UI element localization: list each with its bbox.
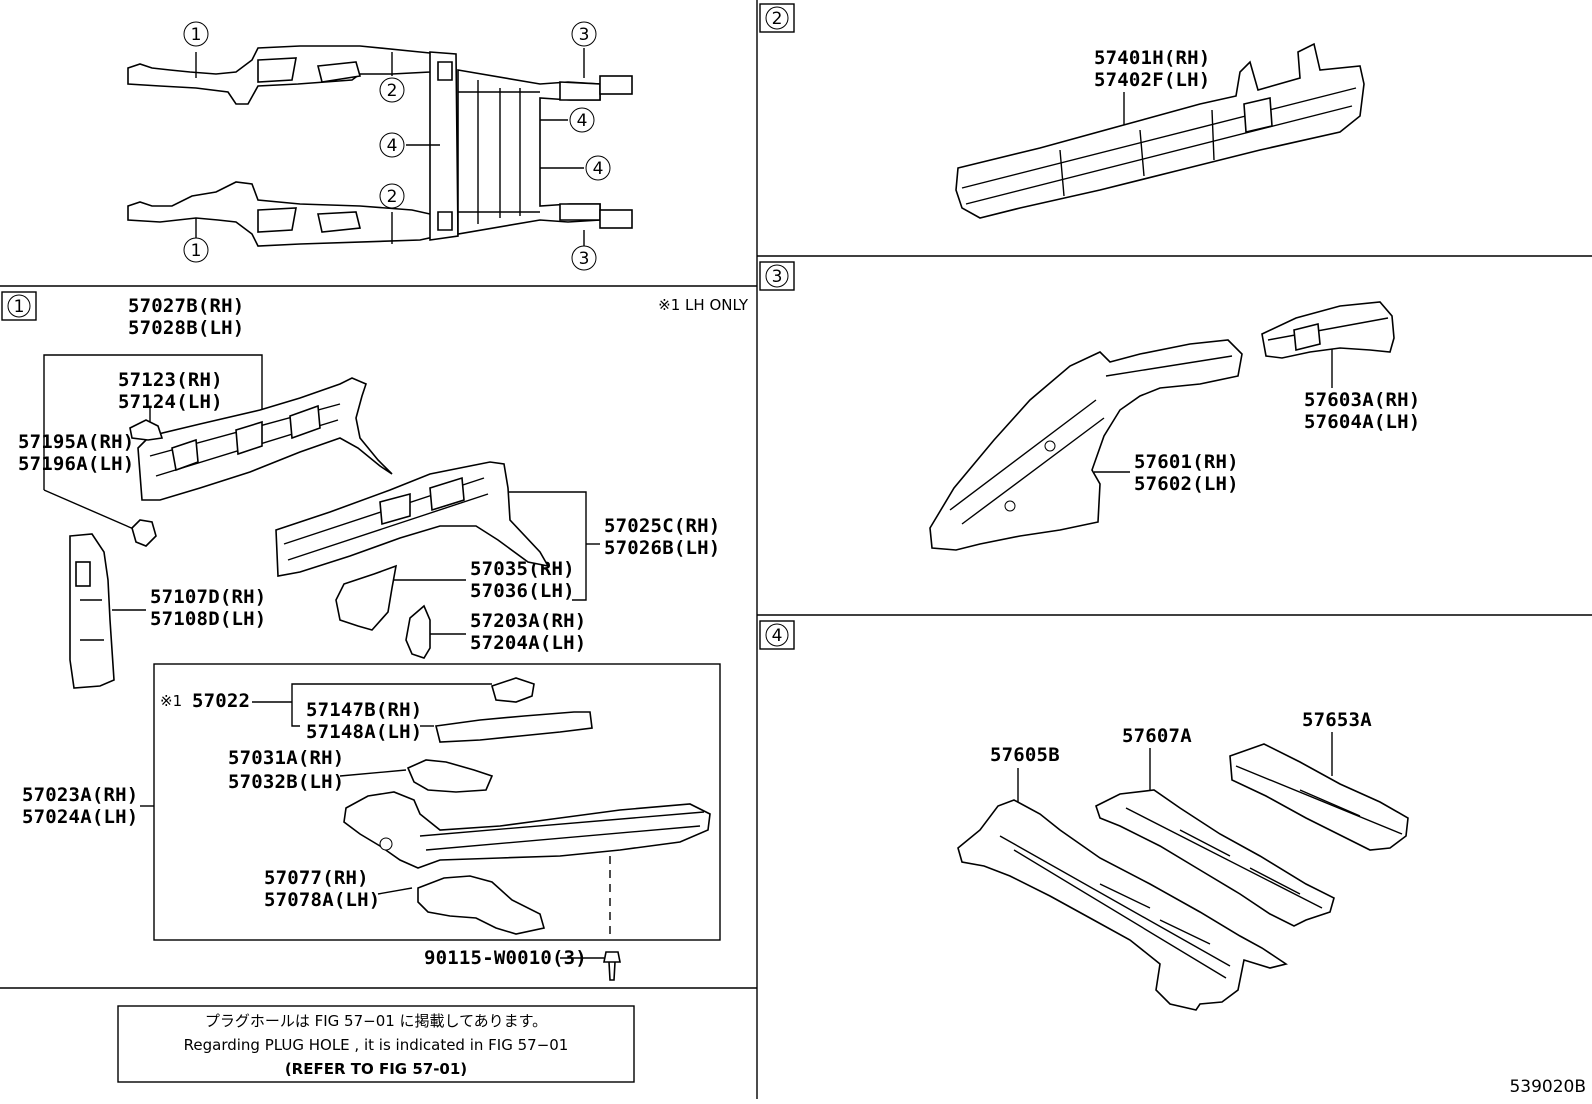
- part-57607a-floor-crossmember: [1095, 789, 1335, 927]
- label-57653a: 57653A: [1302, 709, 1372, 731]
- label-57124: 57124(LH): [118, 391, 223, 413]
- callout-1-bottom-label: 1: [191, 241, 202, 261]
- panel-1: 1 ※1 LH ONLY 57027B(RH) 57028B(LH) 57123…: [1, 291, 749, 981]
- label-57025c: 57025C(RH): [604, 515, 720, 537]
- callout-2-bottom: [379, 183, 405, 209]
- callout-1-top-label: 1: [191, 25, 202, 45]
- panel-3: 3 57603A(RH) 57604A(LH) 57601(RH) 57602(…: [759, 261, 1420, 551]
- label-57607a: 57607A: [1122, 725, 1192, 747]
- label-57107d: 57107D(RH): [150, 586, 266, 608]
- panel-3-number: 3: [772, 267, 783, 287]
- part-57147b-reinforcement: [435, 711, 593, 743]
- panel-4-number: 4: [772, 626, 783, 646]
- panel-4: 4 57605B 57607A 57653A: [759, 620, 1409, 1011]
- note-line-en: Regarding PLUG HOLE , it is indicated in…: [184, 1036, 569, 1054]
- panel-2-number: 2: [772, 9, 783, 29]
- part-57603a-rear-extension: [1261, 301, 1395, 359]
- lh-only-note: ※1 LH ONLY: [658, 296, 749, 314]
- panel-1-number: 1: [14, 297, 25, 317]
- label-57196a: 57196A(LH): [18, 453, 134, 475]
- label-57401h: 57401H(RH): [1094, 47, 1210, 69]
- label-57195a: 57195A(RH): [18, 431, 134, 453]
- callout-4-lower-label: 4: [593, 159, 604, 179]
- callout-3-top: [571, 21, 597, 47]
- label-57602: 57602(LH): [1134, 473, 1239, 495]
- part-57203a-brace: [405, 604, 431, 659]
- label-57028b: 57028B(LH): [128, 317, 244, 339]
- part-57123-bracket: [129, 419, 164, 441]
- part-57195a-bracket: [131, 519, 157, 547]
- label-57148a: 57148A(LH): [306, 721, 422, 743]
- part-57401h-side-member: [955, 42, 1365, 219]
- label-57032b: 57032B(LH): [228, 771, 344, 793]
- label-57203a: 57203A(RH): [470, 610, 586, 632]
- callout-2-top: [379, 77, 405, 103]
- label-57077: 57077(RH): [264, 867, 369, 889]
- label-57605b: 57605B: [990, 744, 1060, 766]
- label-57108d: 57108D(LH): [150, 608, 266, 630]
- callout-4-left-label: 4: [387, 136, 398, 156]
- label-57026b: 57026B(LH): [604, 537, 720, 559]
- callout-3-top-label: 3: [579, 25, 590, 45]
- label-57603a: 57603A(RH): [1304, 389, 1420, 411]
- label-57024a: 57024A(LH): [22, 806, 138, 828]
- label-57022: 57022: [192, 690, 250, 712]
- part-57601-rear-rail: [929, 339, 1243, 551]
- part-57031a-bracket: [406, 759, 494, 793]
- label-57022-mark: ※1: [160, 692, 182, 710]
- label-57204a: 57204A(LH): [470, 632, 586, 654]
- part-90115-bolt: [603, 951, 621, 981]
- diagram-code: 539020B: [1509, 1077, 1586, 1097]
- part-57107d-pillar: [69, 533, 115, 689]
- panel-1-tag: [1, 291, 37, 321]
- callout-4-upper: [569, 107, 595, 133]
- note-line-refer: (REFER TO FIG 57-01): [285, 1060, 467, 1078]
- label-90115: 90115-W0010(3): [424, 947, 587, 969]
- label-57402f: 57402F(LH): [1094, 69, 1210, 91]
- label-57035: 57035(RH): [470, 558, 575, 580]
- label-57147b: 57147B(RH): [306, 699, 422, 721]
- label-57036: 57036(LH): [470, 580, 575, 602]
- part-57653a-rear-floor-member: [1229, 743, 1409, 851]
- part-57077-lower-rail: [417, 875, 546, 935]
- callout-2-top-label: 2: [387, 81, 398, 101]
- note-box: プラグホールは FIG 57−01 に掲載してあります。 Regarding P…: [117, 1005, 635, 1083]
- label-57601: 57601(RH): [1134, 451, 1239, 473]
- label-57027b: 57027B(RH): [128, 295, 244, 317]
- label-57031a: 57031A(RH): [228, 747, 344, 769]
- front-rail-subassembly-box: [153, 663, 721, 941]
- part-57022-bracket: [491, 677, 535, 703]
- callout-1-bottom: [183, 237, 209, 263]
- callout-3-bottom-label: 3: [579, 249, 590, 269]
- label-57604a: 57604A(LH): [1304, 411, 1420, 433]
- callout-3-bottom: [571, 245, 597, 271]
- overview-floor-section: [429, 51, 459, 241]
- callout-4-lower: [585, 155, 611, 181]
- callout-1-top: [183, 21, 209, 47]
- label-57078a: 57078A(LH): [264, 889, 380, 911]
- callout-4-left: [379, 132, 405, 158]
- callout-4-upper-label: 4: [577, 111, 588, 131]
- label-57023a: 57023A(RH): [22, 784, 138, 806]
- callout-2-bottom-label: 2: [387, 187, 398, 207]
- part-57027b-apron-upper: [137, 377, 393, 501]
- part-57035-gusset: [335, 564, 398, 631]
- note-line-jp: プラグホールは FIG 57−01 に掲載してあります。: [205, 1012, 547, 1030]
- panel-2: 2 57401H(RH) 57402F(LH): [759, 3, 1365, 219]
- label-57123: 57123(RH): [118, 369, 223, 391]
- chassis-overview: 1 1 2 2 3 3 4 4 4: [127, 21, 633, 271]
